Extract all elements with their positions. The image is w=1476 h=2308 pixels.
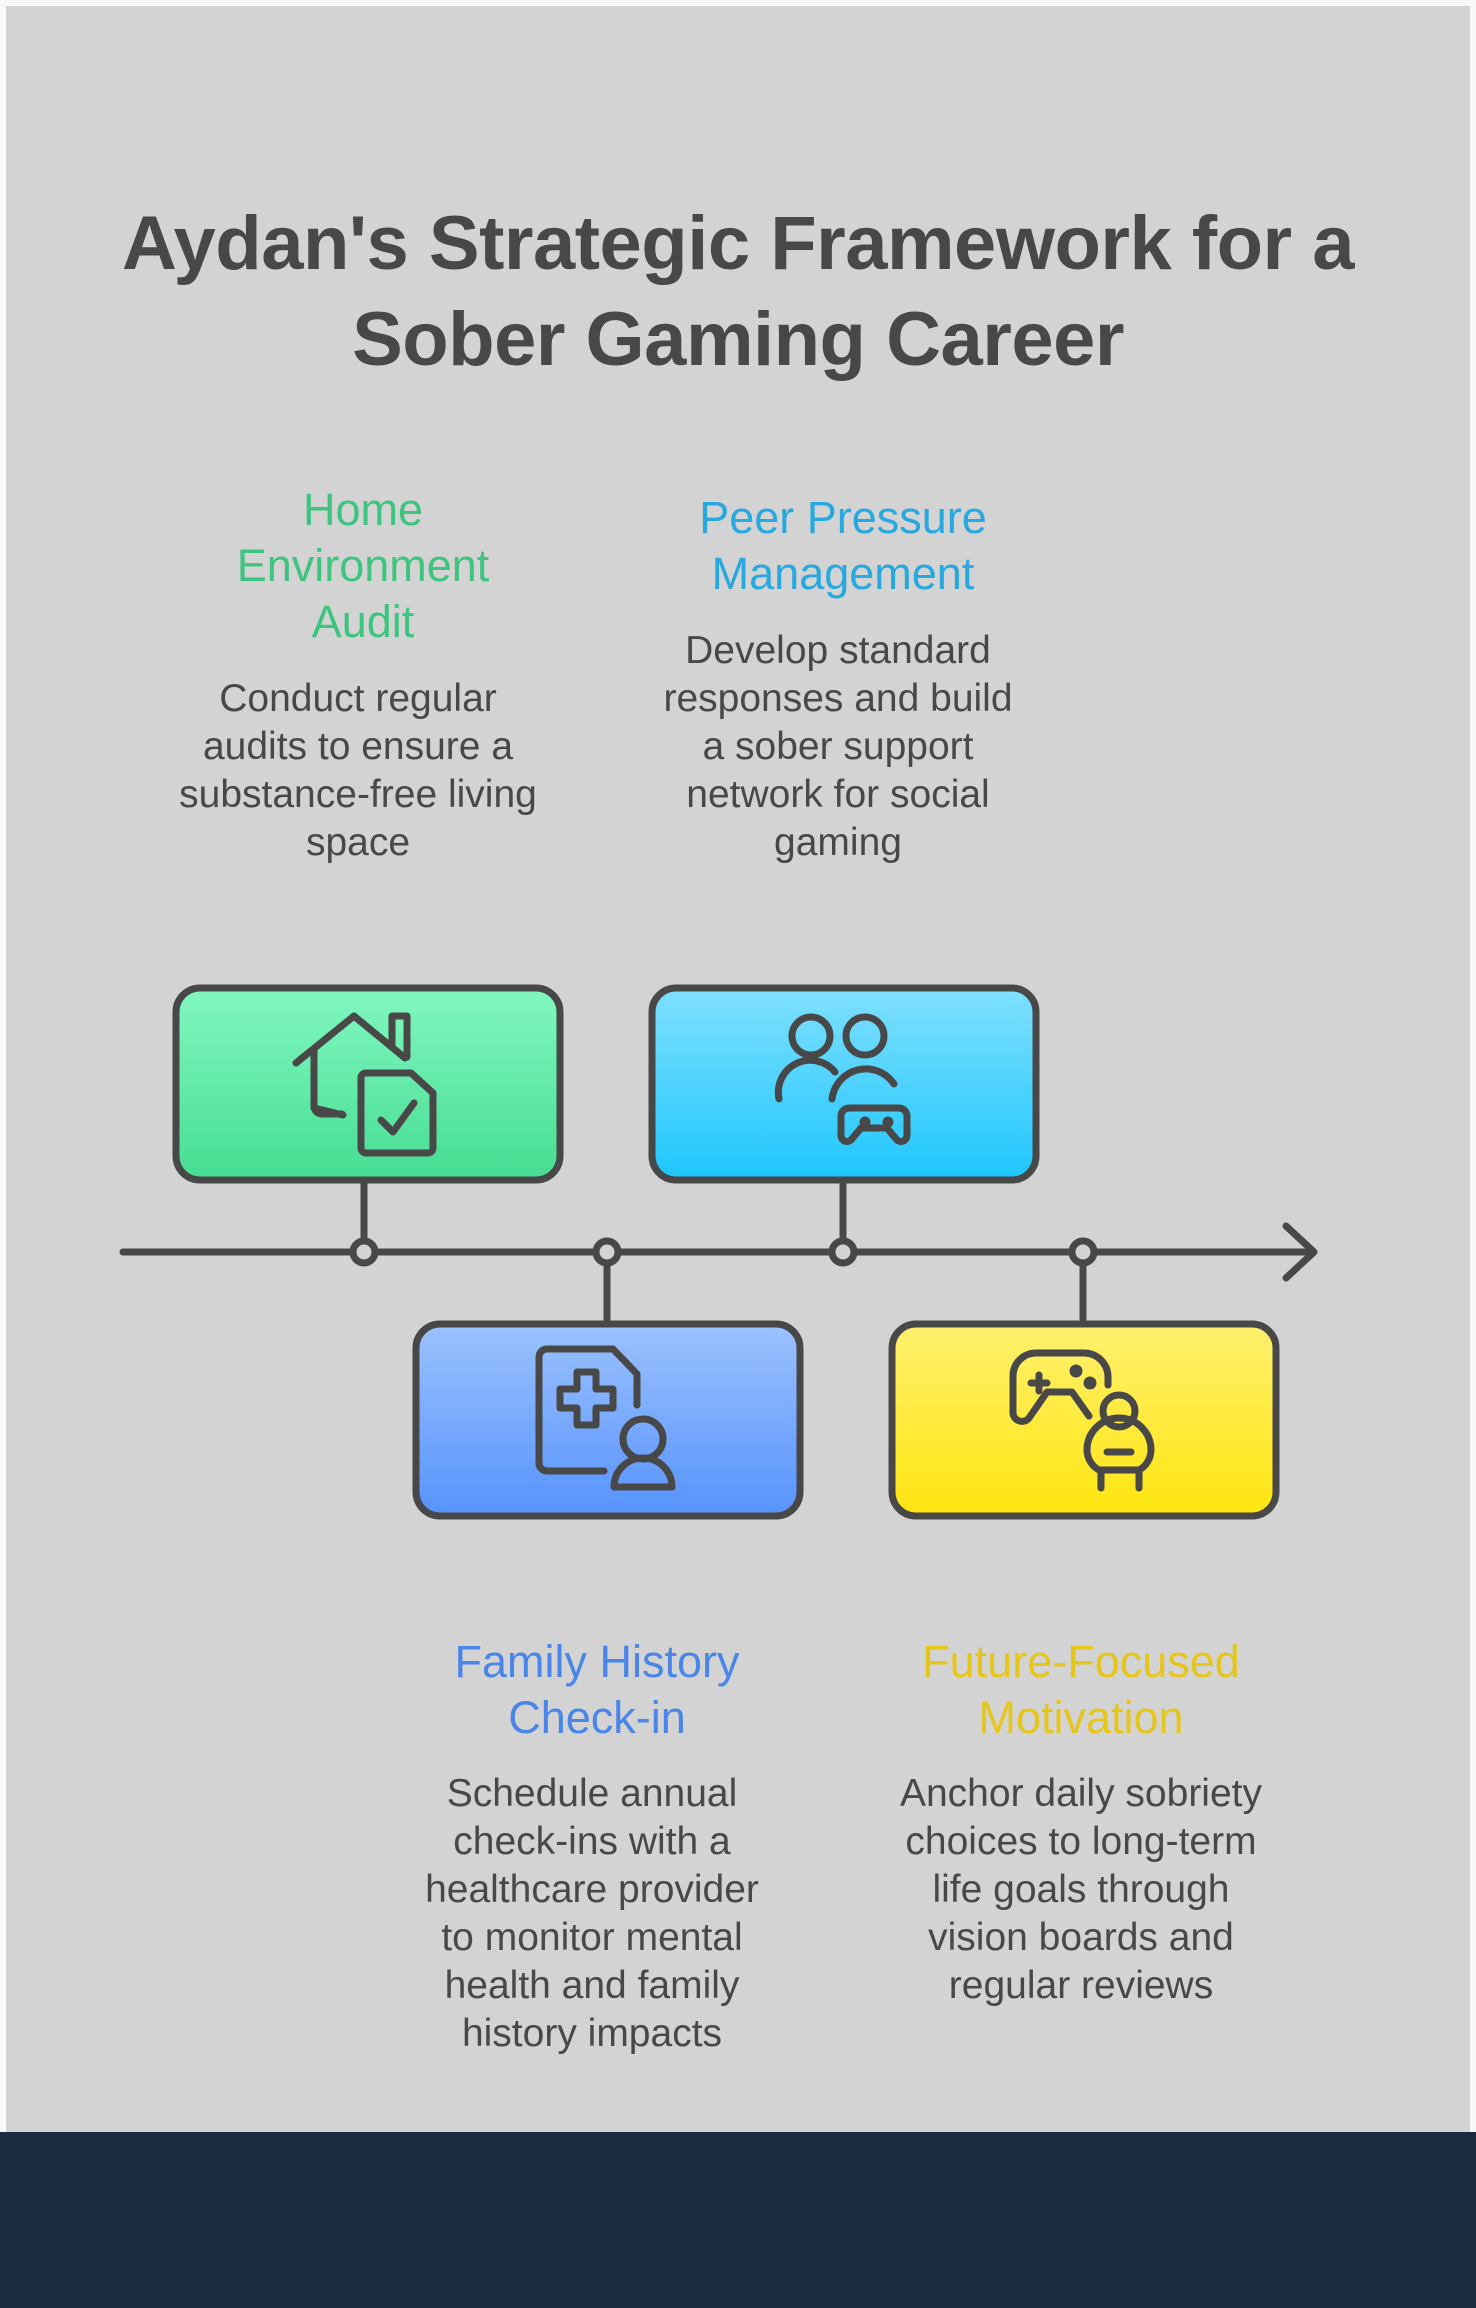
step-description: Schedule annual check-ins with a healthc… bbox=[425, 1772, 759, 2055]
card-future bbox=[888, 1320, 1280, 1520]
step-heading: Home Environment Audit bbox=[236, 484, 490, 647]
timeline-arrowhead bbox=[1282, 1222, 1318, 1282]
card-family bbox=[412, 1320, 804, 1520]
timeline-dot-family bbox=[592, 1237, 622, 1267]
step-description: Anchor daily sobriety choices to long-te… bbox=[899, 1772, 1262, 2007]
gamer-controller-icon bbox=[1009, 1349, 1155, 1492]
step-heading: Future-Focused Motivation bbox=[922, 1636, 1240, 1743]
people-gamepad-icon bbox=[774, 1013, 911, 1146]
timeline-dot-home bbox=[349, 1237, 379, 1267]
step-heading: Peer Pressure Management bbox=[699, 492, 987, 599]
card-peer bbox=[648, 984, 1040, 1184]
house-checklist-icon bbox=[292, 1012, 437, 1157]
card-home bbox=[172, 984, 564, 1184]
footer-bar bbox=[0, 2132, 1476, 2308]
timeline-dot-future bbox=[1068, 1237, 1098, 1267]
timeline-dot-peer bbox=[828, 1237, 858, 1267]
step-description: Develop standard responses and build a s… bbox=[663, 629, 1013, 864]
page-title: Aydan's Strategic Framework for a Sober … bbox=[121, 201, 1355, 382]
step-description: Conduct regular audits to ensure a subst… bbox=[179, 677, 537, 864]
step-heading: Family History Check-in bbox=[454, 1636, 740, 1743]
medical-record-person-icon bbox=[535, 1345, 676, 1491]
